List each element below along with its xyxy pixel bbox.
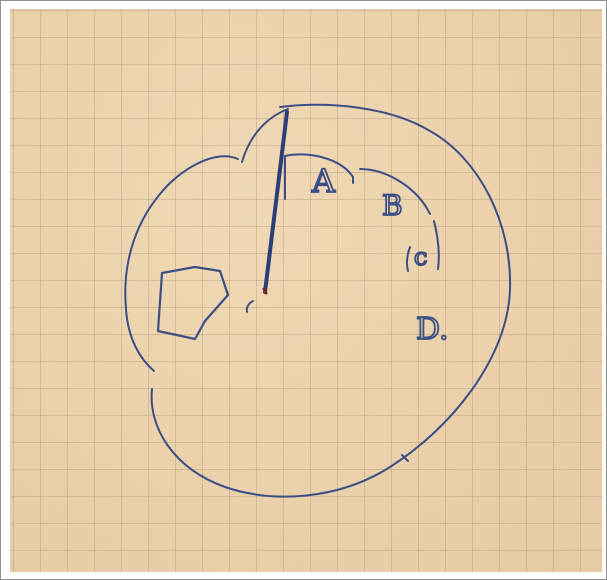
outer-circle-stroke — [125, 156, 238, 371]
label-a: A — [311, 162, 336, 200]
label-c: c — [414, 243, 427, 271]
graph-paper: A B c D. — [10, 9, 602, 572]
needle-line — [265, 112, 287, 292]
center-mark — [247, 301, 253, 312]
arc-c-right — [434, 221, 439, 269]
label-d: D. — [416, 312, 449, 347]
arc-c — [407, 247, 410, 271]
needle-tip-dot — [264, 289, 266, 293]
hand-drawing: A B c D. — [10, 9, 602, 572]
label-b: B — [382, 189, 403, 222]
polygon-shape — [158, 267, 228, 339]
